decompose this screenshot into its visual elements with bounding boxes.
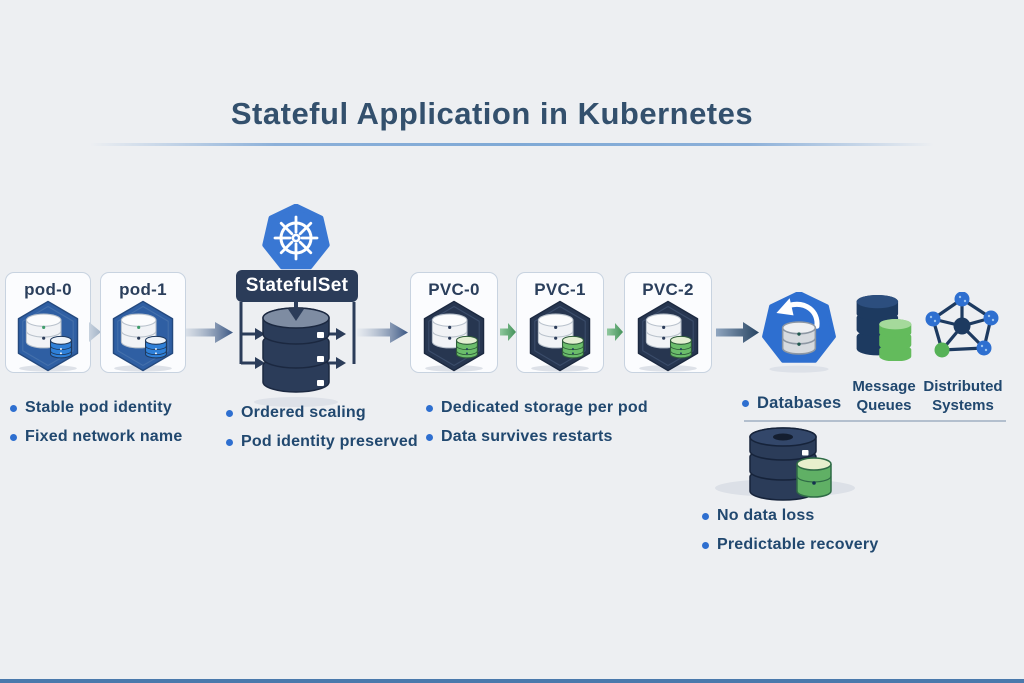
pvc-hexagon-database-icon (637, 300, 699, 372)
bullet-text: Dedicated storage per pod (441, 399, 648, 416)
statefulset-stack-frame (239, 302, 356, 407)
bullet-dot-icon (702, 513, 709, 520)
bullet-item: No data loss (702, 507, 878, 525)
databases-label: Databases (757, 394, 842, 412)
bullet-item: Data survives restarts (426, 428, 648, 446)
pvc-1-box: PVC-1 (516, 272, 604, 373)
database-stack-recovery-icon (715, 427, 855, 501)
distributed-systems-label: Distributed Systems (923, 378, 1003, 414)
kubernetes-wheel-icon (262, 204, 330, 270)
bullet-text: Data survives restarts (441, 428, 613, 445)
page-title: Stateful Application in Kubernetes (230, 96, 754, 131)
pod-1-label: pod-1 (119, 280, 167, 299)
arrow-pvc1-pvc2-icon (607, 323, 623, 341)
pvc-1-label: PVC-1 (534, 280, 586, 299)
bullet-dot-icon (426, 434, 433, 441)
pvc-hexagon-database-icon (529, 300, 591, 372)
arrow-pvc2-databases-icon (716, 322, 759, 343)
statefulset-label: StatefulSet (245, 275, 349, 296)
pod-0-box: pod-0 (5, 272, 91, 373)
network-nodes-icon (925, 292, 999, 358)
bullet-dot-icon (426, 405, 433, 412)
pod-hexagon-database-icon (17, 300, 79, 372)
bullet-dot-icon (226, 410, 233, 417)
bullet-text: No data loss (717, 507, 815, 524)
pvc-2-box: PVC-2 (624, 272, 712, 373)
message-queue-cylinders-icon (856, 295, 912, 361)
statefulset-bullets: Ordered scaling Pod identity preserved (226, 404, 418, 451)
bullet-text: Fixed network name (25, 428, 183, 445)
pod-1-box: pod-1 (100, 272, 186, 373)
bullet-dot-icon (10, 434, 17, 441)
arrow-pvc0-pvc1-icon (500, 323, 516, 341)
bullet-dot-icon (226, 439, 233, 446)
message-queues-label: Message Queues (852, 378, 916, 414)
green-db-stack (879, 319, 912, 361)
pvc-0-label: PVC-0 (428, 280, 480, 299)
bullet-item: Stable pod identity (10, 399, 182, 417)
database-stack-icon (262, 307, 330, 393)
pod-hexagon-database-icon (112, 300, 174, 372)
bullet-item: Dedicated storage per pod (426, 399, 648, 417)
workloads-divider (744, 420, 1006, 422)
bullet-dot-icon (10, 405, 17, 412)
arrow-pod1-statefulset-icon (186, 322, 233, 343)
bullet-dot-icon (702, 542, 709, 549)
bullet-text: Ordered scaling (241, 404, 366, 421)
bottom-accent-bar (0, 679, 1024, 683)
pvc-hexagon-database-icon (423, 300, 485, 372)
pod-0-label: pod-0 (24, 280, 72, 299)
bullet-text: Stable pod identity (25, 399, 172, 416)
databases-label-row: Databases (742, 394, 841, 413)
bullet-text: Pod identity preserved (241, 433, 418, 450)
bullet-item: Pod identity preserved (226, 433, 418, 451)
green-db-icon (796, 457, 832, 498)
bullet-dot-icon (742, 400, 749, 407)
pvc-0-box: PVC-0 (410, 272, 498, 373)
database-restore-hexagon-icon (762, 292, 836, 373)
statefulset-header: StatefulSet (236, 270, 358, 302)
arrow-pod0-pod1-icon (89, 322, 101, 342)
arrow-statefulset-pvc0-icon (357, 322, 408, 343)
pvc-bullets: Dedicated storage per pod Data survives … (426, 399, 648, 446)
title-underline (90, 143, 934, 146)
pvc-2-label: PVC-2 (642, 280, 694, 299)
recovery-bullets: No data loss Predictable recovery (702, 507, 878, 554)
bullet-item: Predictable recovery (702, 536, 878, 554)
bullet-item: Fixed network name (10, 428, 182, 446)
bullet-text: Predictable recovery (717, 536, 879, 553)
pod-bullets: Stable pod identity Fixed network name (10, 399, 182, 446)
bullet-item: Ordered scaling (226, 404, 418, 422)
